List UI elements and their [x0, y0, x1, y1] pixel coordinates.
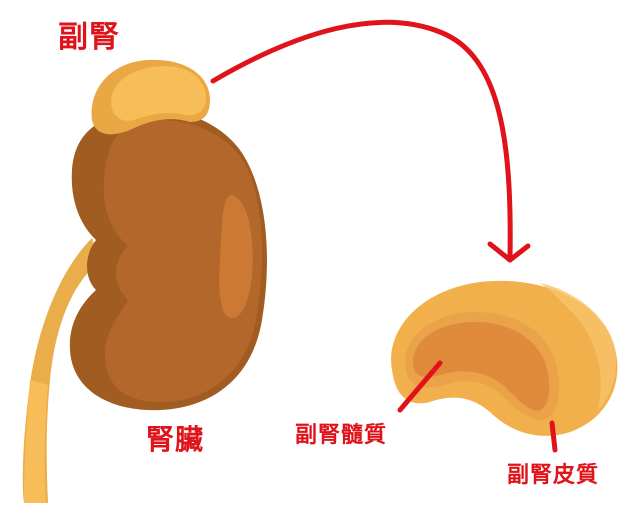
curved-arrow[interactable]: [210, 19, 531, 263]
adrenal-gland-on-kidney: [91, 59, 210, 135]
label-adrenal-gland: 副腎: [58, 20, 120, 55]
label-adrenal-cortex: 副腎皮質: [507, 463, 600, 488]
kidney: [69, 109, 267, 411]
ureter: [22, 238, 100, 503]
adrenal-gland-enlarged: [391, 280, 618, 436]
cortex-pointer-line: [549, 420, 558, 453]
medulla-pointer-line: [397, 360, 443, 413]
label-kidney: 腎臟: [146, 423, 205, 456]
label-adrenal-medulla: 副腎髓質: [295, 423, 388, 448]
